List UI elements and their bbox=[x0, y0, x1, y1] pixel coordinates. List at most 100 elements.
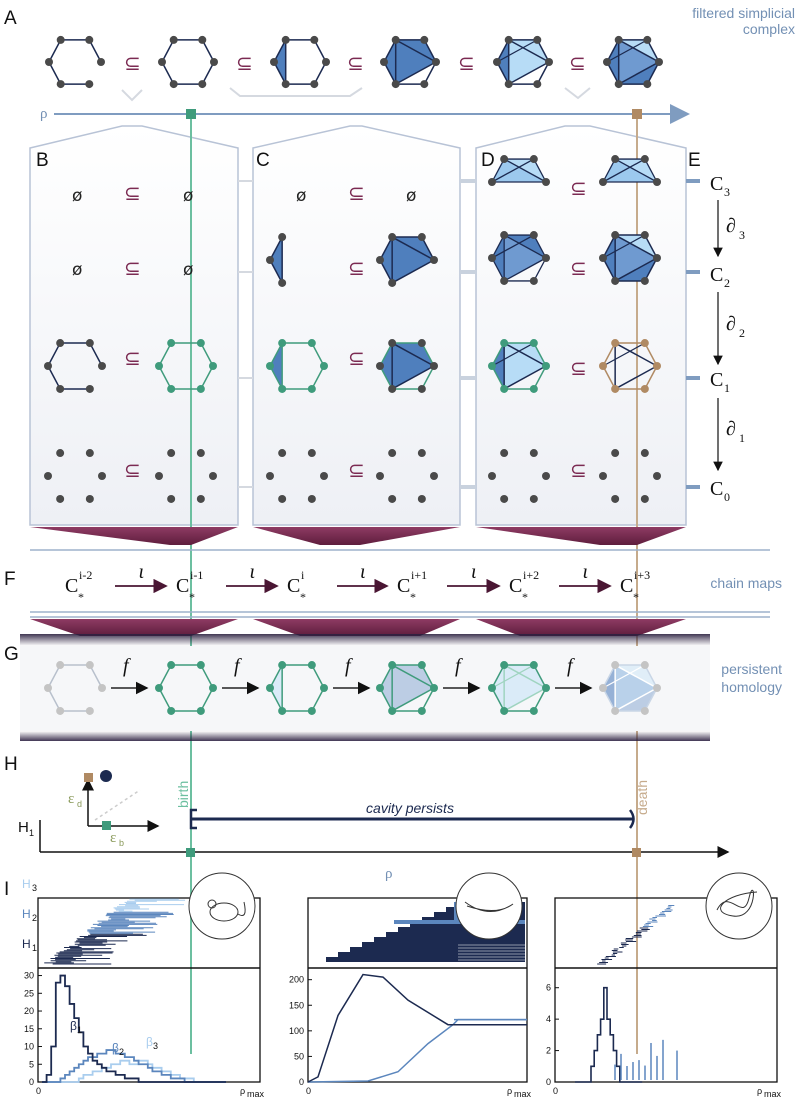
vertex bbox=[391, 35, 400, 44]
edge bbox=[602, 365, 616, 390]
edge bbox=[379, 342, 393, 367]
barcode-block bbox=[326, 957, 525, 962]
edge bbox=[644, 158, 658, 183]
vertex bbox=[198, 35, 207, 44]
chain-c2: C bbox=[710, 264, 723, 286]
simplicial-complex bbox=[599, 661, 661, 715]
edge bbox=[536, 39, 550, 63]
simplex-2 bbox=[488, 231, 550, 285]
panel-a-caption-line2: complex bbox=[743, 21, 795, 37]
triangle-face bbox=[392, 343, 434, 389]
edge bbox=[313, 39, 327, 63]
simplicial-complex bbox=[266, 661, 328, 715]
vertex bbox=[611, 449, 620, 458]
vertex bbox=[376, 256, 384, 264]
edge bbox=[602, 234, 616, 259]
edge bbox=[491, 234, 505, 259]
edge bbox=[533, 234, 547, 259]
subset-symbol: ⊆ bbox=[124, 51, 141, 75]
vertex bbox=[488, 684, 496, 692]
projection-wedge bbox=[253, 619, 460, 636]
edge bbox=[614, 365, 658, 390]
simplicial-complex bbox=[376, 661, 438, 715]
edge bbox=[618, 61, 660, 85]
vertex bbox=[417, 384, 426, 393]
subset-symbol: ⊆ bbox=[570, 458, 587, 482]
vertex bbox=[376, 362, 384, 370]
y-tick-label: 5 bbox=[29, 1059, 34, 1069]
vertex bbox=[640, 276, 649, 285]
vertex bbox=[320, 684, 328, 692]
edge bbox=[614, 342, 658, 367]
panel-e: E C 3 C 2 C 1 C 0 ∂ 3 ∂ 2 ∂ 1 bbox=[688, 150, 745, 504]
simplicial-complex bbox=[376, 339, 438, 393]
vertex bbox=[529, 276, 538, 285]
subset-symbol: ⊆ bbox=[348, 256, 365, 280]
edge bbox=[395, 61, 437, 85]
y-tick-label: 2 bbox=[546, 1046, 551, 1056]
vertex bbox=[56, 35, 65, 44]
vertex bbox=[430, 472, 438, 480]
edge bbox=[311, 365, 325, 390]
y-tick-label: 150 bbox=[289, 1000, 304, 1010]
empty-set: ø bbox=[296, 186, 306, 206]
edge bbox=[200, 687, 214, 712]
panel-g-caption-line1: persistent bbox=[721, 661, 782, 677]
chain-map-label: ι bbox=[139, 561, 145, 583]
empty-set: ø bbox=[183, 260, 193, 280]
subset-symbols: ⊆ ⊆ ⊆ ⊆ ⊆ bbox=[124, 51, 586, 75]
vertex bbox=[504, 80, 513, 89]
edge bbox=[161, 61, 175, 85]
triangle-face bbox=[618, 39, 659, 85]
vertex bbox=[266, 472, 274, 480]
triangle-face bbox=[504, 665, 546, 711]
barcode-label-sub: 2 bbox=[32, 913, 37, 923]
triangle-face bbox=[504, 235, 546, 281]
edge bbox=[379, 236, 393, 261]
triangle-face bbox=[384, 39, 396, 85]
edge bbox=[533, 664, 547, 689]
vertex bbox=[56, 706, 65, 715]
y-tick-label: 4 bbox=[546, 1014, 551, 1024]
vertex bbox=[640, 155, 649, 164]
panel-h-letter: H bbox=[4, 754, 18, 775]
edge bbox=[503, 365, 547, 390]
projection-wedge bbox=[30, 527, 238, 545]
vertex bbox=[655, 58, 663, 66]
vertex bbox=[488, 178, 496, 186]
x-label-start: 0 bbox=[306, 1086, 311, 1096]
vertex bbox=[611, 155, 620, 164]
simplicial-complex bbox=[155, 339, 217, 393]
vertex bbox=[529, 384, 538, 393]
panel-a-letter: A bbox=[4, 8, 17, 29]
shadow-band bbox=[20, 634, 710, 646]
edge bbox=[383, 61, 397, 85]
edge bbox=[644, 687, 658, 712]
vertex bbox=[420, 80, 429, 89]
simplicial-complex bbox=[155, 661, 217, 715]
y-tick-label: 25 bbox=[24, 988, 34, 998]
edge bbox=[614, 158, 658, 183]
barcode-label: H bbox=[22, 907, 31, 921]
chain-term-sup: i+2 bbox=[523, 568, 539, 582]
cavity-persists-label: cavity persists bbox=[366, 800, 454, 816]
edge bbox=[201, 39, 215, 63]
edge bbox=[47, 687, 61, 712]
edge bbox=[423, 61, 437, 85]
simplicial-complex bbox=[488, 661, 550, 715]
vertex bbox=[98, 472, 106, 480]
barcode-bar bbox=[394, 920, 525, 924]
vertex bbox=[376, 472, 384, 480]
vertex bbox=[155, 362, 163, 370]
boundary-operator-2: ∂ bbox=[726, 313, 736, 335]
barcode-block bbox=[362, 942, 525, 947]
edge bbox=[48, 61, 62, 85]
edge bbox=[533, 365, 547, 390]
vertex bbox=[542, 362, 550, 370]
vertex bbox=[388, 661, 397, 670]
vertex bbox=[85, 449, 94, 458]
vertex bbox=[56, 80, 65, 89]
edge bbox=[200, 664, 214, 689]
